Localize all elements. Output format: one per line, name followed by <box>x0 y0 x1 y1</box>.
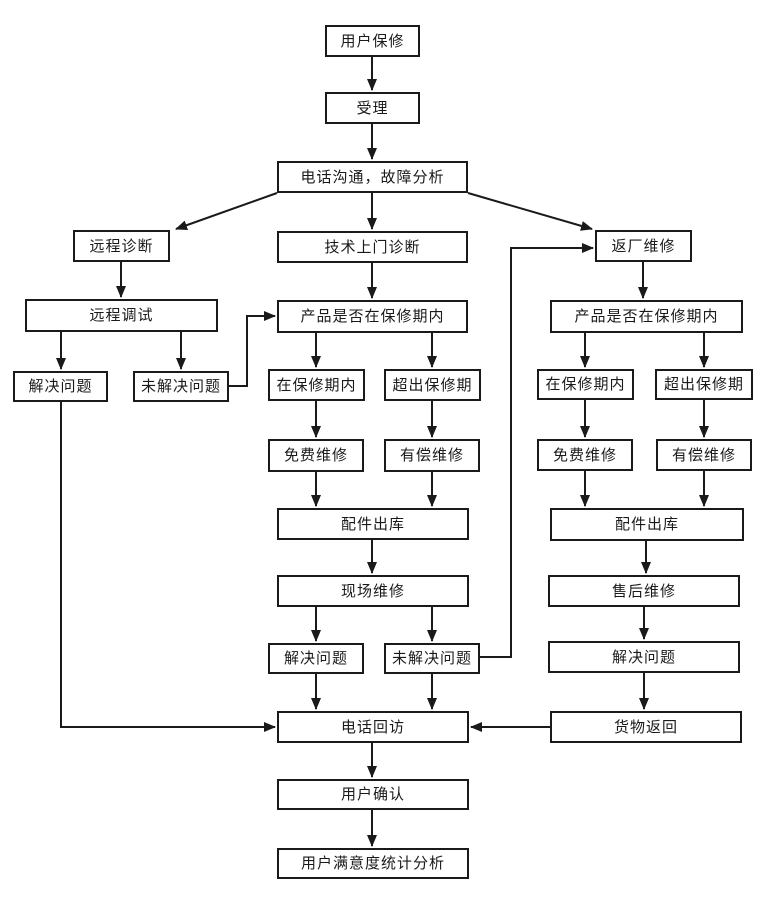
node-parts-outbound-mid: 配件出库 <box>277 508 469 540</box>
node-remote-debug: 远程调试 <box>25 299 218 332</box>
node-problem-unsolved-mid: 未解决问题 <box>384 643 480 674</box>
node-paid-repair-right: 有偿维修 <box>656 439 752 471</box>
node-phone-communication: 电话沟通，故障分析 <box>277 161 468 193</box>
node-remote-diagnosis: 远程诊断 <box>73 230 170 262</box>
node-out-of-warranty-right: 超出保修期 <box>655 369 753 400</box>
node-tech-onsite-diagnosis: 技术上门诊断 <box>277 231 468 263</box>
node-return-factory-repair: 返厂维修 <box>595 230 692 262</box>
node-problem-unsolved-left: 未解决问题 <box>133 371 229 402</box>
node-free-repair-right: 免费维修 <box>537 439 633 471</box>
node-warranty-check-right: 产品是否在保修期内 <box>550 300 743 333</box>
node-user-warranty: 用户保修 <box>325 25 420 57</box>
node-goods-return: 货物返回 <box>550 711 742 743</box>
node-problem-solved-right: 解决问题 <box>548 641 740 673</box>
node-parts-outbound-right: 配件出库 <box>550 508 744 541</box>
node-in-warranty-right: 在保修期内 <box>537 369 634 400</box>
node-free-repair-mid: 免费维修 <box>268 439 364 472</box>
node-accept: 受理 <box>325 92 420 124</box>
node-user-confirmation: 用户确认 <box>277 779 469 810</box>
node-in-warranty-mid: 在保修期内 <box>268 369 365 401</box>
node-aftersales-repair: 售后维修 <box>548 575 740 607</box>
node-onsite-repair: 现场维修 <box>277 575 469 607</box>
node-problem-solved-mid: 解决问题 <box>268 643 364 674</box>
node-paid-repair-mid: 有偿维修 <box>384 439 480 472</box>
node-out-of-warranty-mid: 超出保修期 <box>384 369 481 401</box>
node-warranty-check-mid: 产品是否在保修期内 <box>277 300 468 333</box>
node-problem-solved-left: 解决问题 <box>13 371 108 402</box>
node-phone-followup: 电话回访 <box>277 711 469 743</box>
node-satisfaction-analysis: 用户满意度统计分析 <box>277 848 469 879</box>
